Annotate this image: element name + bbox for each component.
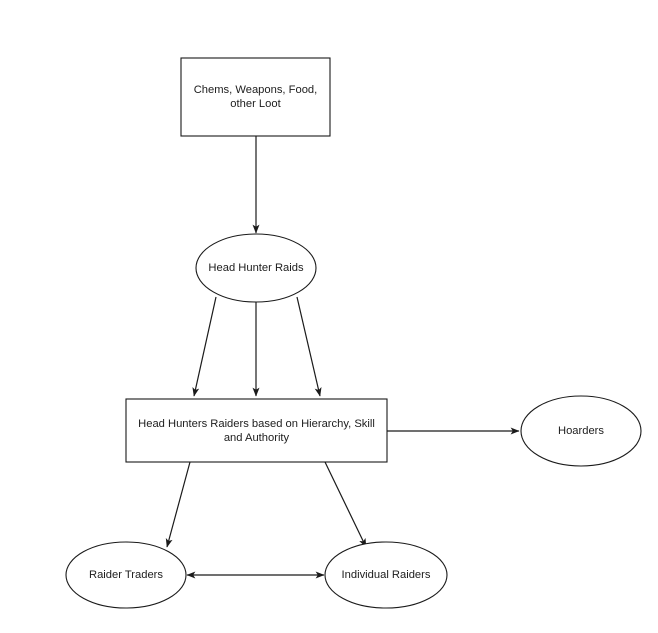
node-loot-shape[interactable]	[180, 57, 331, 137]
node-hoarders-shape[interactable]	[520, 395, 642, 467]
node-layer	[65, 57, 642, 609]
edge-hierarchy-to-individual-raiders	[324, 461, 367, 548]
edge-layer	[165, 136, 520, 579]
node-head-hunter-raids-shape[interactable]	[195, 233, 317, 303]
edge-raids-to-hierarchy-right	[296, 296, 322, 397]
node-hierarchy-shape[interactable]	[125, 398, 388, 463]
edge-hierarchy-to-raider-traders	[165, 461, 191, 548]
node-raider-traders-shape[interactable]	[65, 541, 187, 609]
edge-raids-to-hierarchy-left	[192, 296, 217, 397]
node-individual-raiders-shape[interactable]	[324, 541, 448, 609]
